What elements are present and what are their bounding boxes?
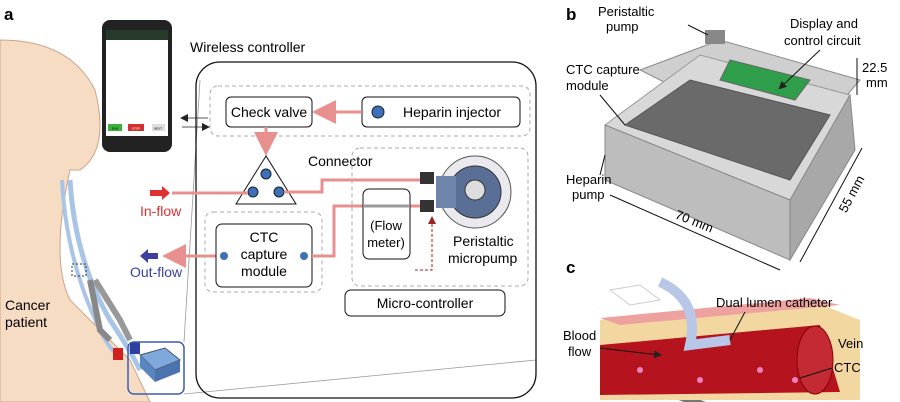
b-depth-label: 55 mm: [836, 173, 868, 215]
vein-cross-section-illustration: [600, 277, 860, 400]
phone-next-button[interactable]: [152, 124, 165, 131]
outflow-label: Out-flow: [130, 264, 183, 280]
b-ctc-label-2: module: [566, 78, 609, 93]
c-blood-label-2: flow: [568, 344, 592, 359]
c-vein-label: Vein: [838, 336, 863, 351]
c-ctc-label: CTC: [834, 360, 861, 375]
peristaltic-pump-illustration: [420, 155, 512, 229]
outflow-arrow-icon: [140, 249, 158, 263]
b-ctc-label-1: CTC capture: [566, 62, 640, 77]
patient-label-2: patient: [5, 314, 47, 330]
c-catheter-label: Dual lumen catheter: [716, 295, 833, 310]
phone-run-label: RUN: [112, 127, 119, 131]
b-height-label-1: 22.5: [862, 60, 887, 75]
b-peristaltic-label-2: pump: [606, 19, 639, 34]
wireless-controller-box: [195, 61, 537, 399]
b-heparin-label-1: Heparin: [566, 172, 612, 187]
patient-arm-illustration: [0, 39, 151, 402]
ctc-label-1: CTC: [250, 229, 279, 245]
heparin-node-icon: [371, 105, 385, 119]
patient-label-1: Cancer: [5, 297, 50, 313]
inflow-arrow-icon: [150, 186, 170, 200]
panel-c-label: c: [566, 258, 575, 277]
device-callout-box: [127, 341, 185, 395]
ctc-label-3: module: [241, 263, 287, 279]
flow-meter-label-1: (Flow: [370, 218, 402, 233]
check-valve-label: Check valve: [231, 104, 307, 120]
heparin-injector-label: Heparin injector: [403, 104, 501, 120]
connector-triangle: [235, 155, 297, 205]
micropump-label-1: Peristaltic: [453, 233, 514, 249]
phone-run-button[interactable]: [108, 124, 122, 131]
micro-controller-box: [344, 289, 506, 317]
b-display-label-1: Display and: [790, 16, 858, 31]
ctc-label-2: capture: [241, 246, 288, 262]
micropump-label-2: micropump: [448, 250, 517, 266]
panel-a-label: a: [4, 5, 14, 24]
b-height-label-2: mm: [866, 75, 888, 90]
phone-stop-label: STOP: [132, 127, 140, 131]
b-peristaltic-label-1: Peristaltic: [598, 4, 655, 19]
smartphone-app[interactable]: RUN STOP NEXT: [102, 20, 172, 152]
phone-stop-button[interactable]: [128, 124, 144, 131]
c-blood-label-1: Blood: [563, 328, 596, 343]
b-heparin-label-2: pump: [572, 187, 605, 202]
micro-controller-label: Micro-controller: [377, 295, 474, 311]
flow-meter-label-2: meter): [367, 235, 405, 250]
panel-b-label: b: [566, 5, 576, 24]
connector-label: Connector: [308, 153, 373, 169]
inflow-label: In-flow: [140, 203, 182, 219]
b-display-label-2: control circuit: [784, 33, 861, 48]
device-3d-render: [603, 30, 861, 402]
phone-next-label: NEXT: [154, 127, 162, 131]
wireless-controller-label: Wireless controller: [190, 39, 305, 55]
